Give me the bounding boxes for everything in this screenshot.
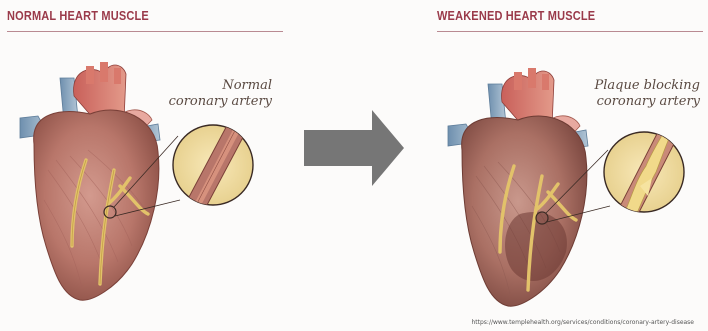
plaque-artery-label-line1: Plaque blocking — [595, 78, 701, 94]
normal-artery-label: Normal coronary artery — [169, 78, 272, 110]
normal-artery-label-line2: coronary artery — [169, 94, 272, 110]
right-title-rule — [437, 31, 703, 32]
plaque-artery-label-line2: coronary artery — [595, 94, 701, 110]
right-panel-title: WEAKENED HEART MUSCLE — [437, 9, 595, 23]
normal-artery-label-line1: Normal — [169, 78, 272, 94]
left-panel-title: NORMAL HEART MUSCLE — [7, 9, 149, 23]
transition-arrow — [304, 110, 404, 186]
left-title-rule — [7, 31, 283, 32]
source-url: https://www.templehealth.org/services/co… — [471, 319, 694, 326]
plaque-artery-label: Plaque blocking coronary artery — [595, 78, 701, 110]
